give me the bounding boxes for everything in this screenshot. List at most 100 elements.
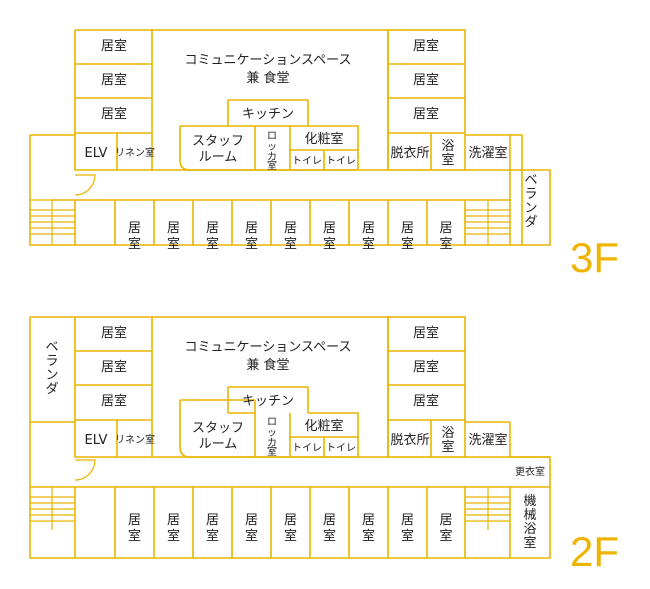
- bottom-room-label: 居: [206, 221, 219, 236]
- room-label: 居室: [413, 72, 439, 88]
- veranda-label: ラ: [524, 187, 537, 202]
- staff-room-label: ルーム: [199, 150, 238, 165]
- veranda-label: ラ: [45, 354, 58, 369]
- staff-room-label: スタッフ: [192, 421, 244, 436]
- bottom-room-label: 居: [439, 221, 452, 236]
- laundry-label: 洗濯室: [468, 145, 507, 161]
- locker-room-label: 室: [267, 159, 277, 172]
- linen-room-label: リネン室: [115, 433, 155, 446]
- elevator-label: ELV: [85, 146, 108, 161]
- bottom-room-label: 室: [167, 528, 180, 544]
- bottom-room-label: 居: [245, 513, 258, 528]
- bottom-room-label: 居: [323, 221, 336, 236]
- dressing-room-label: 脱衣所: [390, 432, 429, 448]
- bottom-room-label: 室: [362, 528, 375, 544]
- floor-plan-3f: 居室 居室 居室 居室 居室 居室 コミュニケーションスペース 兼 食堂 キッチ…: [29, 29, 619, 281]
- linen-room-label: リネン室: [115, 146, 155, 159]
- floor-plan-2f: 居室 居室 居室 居室 居室 居室 コミュニケーションスペース 兼 食堂 キッチ…: [29, 316, 619, 575]
- stairs-right-2f: [465, 487, 510, 530]
- toilet-label: トイレ: [326, 443, 356, 454]
- room-label: 居室: [101, 72, 127, 88]
- floor-label: 2F: [570, 528, 619, 575]
- bottom-room-label: 居: [284, 221, 297, 236]
- dressing-room-label: 脱衣所: [390, 145, 429, 161]
- room-label: 居室: [413, 325, 439, 341]
- room-label: 居室: [413, 359, 439, 375]
- room-label: 居室: [413, 393, 439, 409]
- floor-label: 3F: [570, 234, 619, 281]
- changing-room-label: 更衣室: [515, 465, 545, 478]
- bottom-room-label: 室: [206, 236, 219, 252]
- bottom-room-label: 室: [401, 236, 414, 252]
- veranda-label: ベ: [524, 173, 537, 188]
- machine-bath-label: 室: [523, 535, 536, 551]
- bottom-room-label: 室: [362, 236, 375, 252]
- powder-room-label: 化粧室: [304, 131, 343, 147]
- veranda-label: ベ: [45, 340, 58, 355]
- bottom-room-label: 室: [439, 236, 452, 252]
- bottom-room-label: 室: [284, 236, 297, 252]
- bottom-room-label: 居: [128, 513, 141, 528]
- locker-room-label: カ: [267, 151, 277, 163]
- bottom-room-label: 室: [439, 528, 452, 544]
- veranda-label: ダ: [45, 382, 58, 397]
- dining-label: 兼 食堂: [246, 357, 289, 373]
- bottom-room-label: 居: [206, 513, 219, 528]
- bottom-room-label: 室: [245, 236, 258, 252]
- bath-label: 浴: [441, 426, 454, 441]
- bottom-room-label: 居: [167, 513, 180, 528]
- room-label: 居室: [101, 38, 127, 54]
- bath-label: 室: [441, 152, 454, 168]
- staff-room-label: ルーム: [199, 437, 238, 452]
- elevator-label: ELV: [85, 433, 108, 448]
- kitchen-label: キッチン: [242, 394, 294, 409]
- bottom-room-label: 室: [401, 528, 414, 544]
- bottom-room-label: 室: [284, 528, 297, 544]
- bottom-room-label: 居: [362, 513, 375, 528]
- bottom-room-label: 室: [167, 236, 180, 252]
- bath-label: 浴: [441, 139, 454, 154]
- stairs-right-3f: [465, 200, 510, 245]
- room-label: 居室: [101, 325, 127, 341]
- locker-room-label: ッ: [267, 428, 277, 439]
- locker-room-label: ッ: [267, 142, 277, 153]
- kitchen-label: キッチン: [242, 107, 294, 122]
- bottom-room-label: 室: [323, 528, 336, 544]
- bottom-room-label: 居: [128, 221, 141, 236]
- bottom-room-label: 室: [206, 528, 219, 544]
- locker-room-label: カ: [267, 437, 277, 449]
- room-label: 居室: [101, 106, 127, 122]
- stairs-left-3f: [30, 199, 75, 245]
- room-label: 居室: [101, 359, 127, 375]
- locker-room-label: ロ: [267, 417, 277, 428]
- bottom-room-label: 居: [401, 221, 414, 236]
- veranda-label: ン: [524, 201, 537, 216]
- bottom-room-label: 居: [401, 513, 414, 528]
- bath-label: 室: [441, 439, 454, 455]
- toilet-label: トイレ: [292, 443, 322, 454]
- dining-label: 兼 食堂: [246, 70, 289, 86]
- powder-room-label: 化粧室: [304, 418, 343, 434]
- bottom-room-label: 室: [245, 528, 258, 544]
- bottom-room-label: 居: [323, 513, 336, 528]
- locker-room-label: ロ: [267, 131, 277, 142]
- room-label: 居室: [413, 38, 439, 54]
- bottom-room-label: 室: [323, 236, 336, 252]
- community-space-label: コミュニケーションスペース: [185, 53, 352, 68]
- machine-bath-label: 械: [523, 508, 536, 523]
- bottom-room-label: 居: [167, 221, 180, 236]
- laundry-label: 洗濯室: [468, 432, 507, 448]
- community-space-label: コミュニケーションスペース: [185, 340, 352, 355]
- room-label: 居室: [101, 393, 127, 409]
- toilet-label: トイレ: [326, 156, 356, 167]
- bottom-room-label: 居: [245, 221, 258, 236]
- room-label: 居室: [413, 106, 439, 122]
- bottom-room-label: 居: [439, 513, 452, 528]
- machine-bath-label: 浴: [523, 522, 536, 537]
- bottom-room-walls-2f: [114, 487, 511, 558]
- veranda-label: ダ: [524, 215, 537, 230]
- bottom-room-label: 居: [362, 221, 375, 236]
